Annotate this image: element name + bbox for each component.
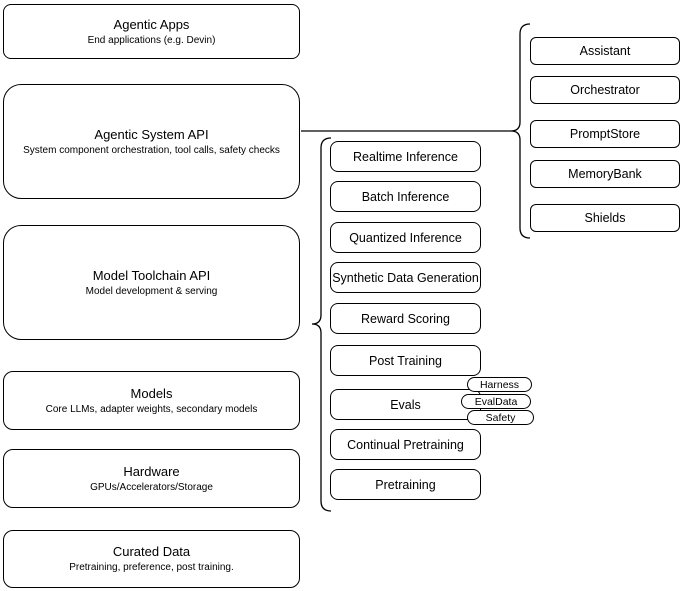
tag-label: Harness (479, 378, 520, 391)
node-evals-tag-safety: Safety (467, 410, 534, 425)
node-label: Evals (390, 397, 421, 412)
tag-label: Safety (485, 411, 516, 424)
node-title: Hardware (123, 463, 180, 479)
brace-system-components (510, 23, 531, 239)
node-evals-tag-evaldata: EvalData (461, 394, 531, 409)
node-realtime-inference: Realtime Inference (330, 141, 481, 172)
node-label: Post Training (369, 353, 442, 368)
node-reward-scoring: Reward Scoring (330, 303, 481, 334)
node-shields: Shields (530, 204, 680, 232)
node-label: Reward Scoring (361, 311, 450, 326)
node-memorybank: MemoryBank (530, 160, 680, 188)
tag-label: EvalData (474, 395, 518, 408)
node-evals: Evals (330, 389, 481, 420)
node-label: Quantized Inference (349, 230, 462, 245)
node-quantized-inference: Quantized Inference (330, 222, 481, 253)
node-models: Models Core LLMs, adapter weights, secon… (3, 371, 300, 430)
node-agentic-system-api: Agentic System API System component orch… (3, 84, 300, 199)
node-subtitle: GPUs/Accelerators/Storage (90, 481, 213, 493)
node-title: Agentic System API (94, 126, 209, 142)
node-title: Agentic Apps (113, 16, 190, 32)
node-assistant: Assistant (530, 37, 680, 65)
node-title: Curated Data (112, 544, 191, 559)
node-subtitle: System component orchestration, tool cal… (23, 144, 280, 156)
node-curated-data: Curated Data Pretraining, preference, po… (3, 530, 300, 588)
node-label: Batch Inference (361, 189, 450, 204)
node-label: Realtime Inference (353, 149, 458, 164)
node-label: Synthetic Data Generation (332, 270, 479, 285)
node-subtitle: Core LLMs, adapter weights, secondary mo… (45, 403, 258, 415)
node-hardware: Hardware GPUs/Accelerators/Storage (3, 449, 300, 508)
node-label: Assistant (579, 44, 631, 58)
node-continual-pretraining: Continual Pretraining (330, 429, 481, 460)
node-label: Pretraining (375, 477, 436, 492)
node-orchestrator: Orchestrator (530, 76, 680, 104)
node-label: Continual Pretraining (347, 437, 464, 452)
node-synthetic-data-generation: Synthetic Data Generation (330, 262, 481, 293)
node-pretraining: Pretraining (330, 469, 481, 500)
brace-toolchain (311, 137, 332, 512)
node-subtitle: Pretraining, preference, post training. (69, 562, 234, 573)
node-title: Model Toolchain API (92, 267, 211, 283)
node-label: PromptStore (569, 127, 641, 141)
node-label: Shields (584, 211, 626, 225)
node-promptstore: PromptStore (530, 120, 680, 148)
node-label: MemoryBank (568, 167, 642, 181)
node-model-toolchain-api: Model Toolchain API Model development & … (3, 225, 300, 340)
node-subtitle: End applications (e.g. Devin) (87, 34, 216, 46)
node-title: Models (130, 385, 173, 401)
node-post-training: Post Training (330, 345, 481, 376)
node-agentic-apps: Agentic Apps End applications (e.g. Devi… (3, 4, 300, 59)
node-batch-inference: Batch Inference (330, 181, 481, 212)
node-evals-tag-harness: Harness (467, 377, 532, 392)
node-subtitle: Model development & serving (85, 285, 218, 297)
node-label: Orchestrator (570, 83, 640, 97)
